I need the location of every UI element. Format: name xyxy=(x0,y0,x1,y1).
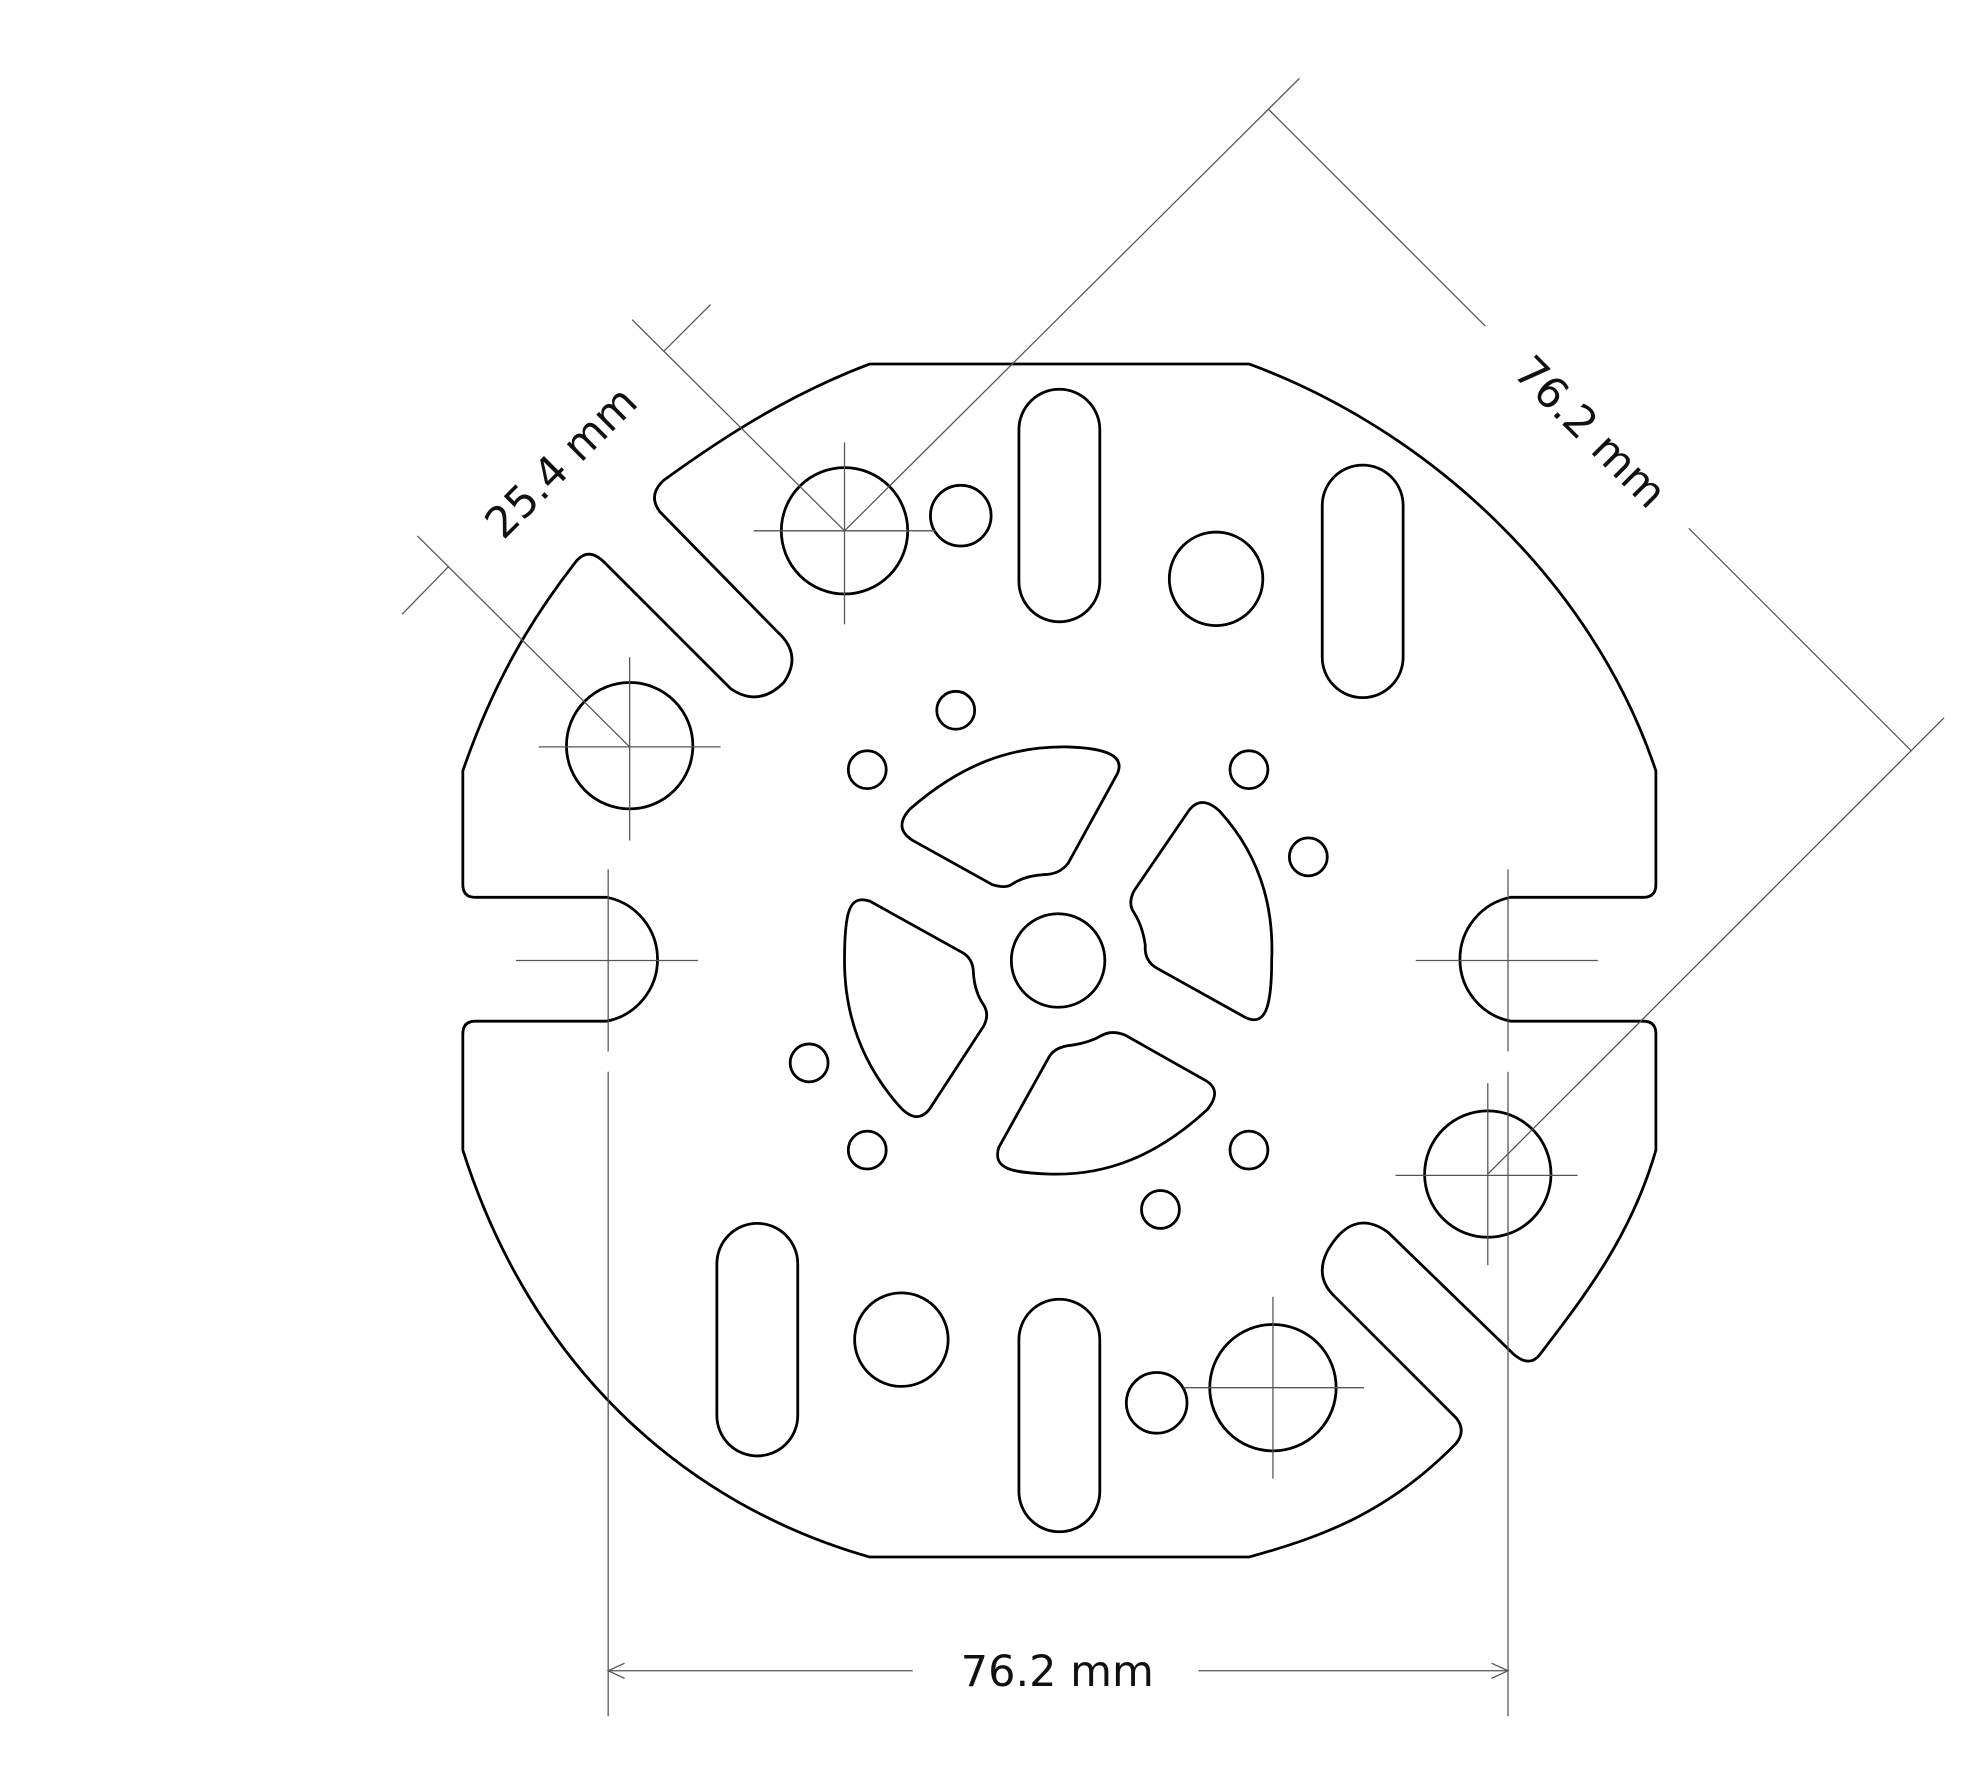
hole-small xyxy=(1124,1371,1189,1435)
centerlines xyxy=(515,442,1598,1479)
dimension-label: 25.4 mm xyxy=(476,377,648,549)
hub-cutout-top xyxy=(900,745,1121,888)
bolt-hole xyxy=(846,749,888,791)
dimension-label: 76.2 mm xyxy=(1504,347,1676,519)
plate-outline xyxy=(461,362,1658,1559)
bolt-hole xyxy=(1228,1129,1270,1171)
dimension-25-4: 25.4 mm xyxy=(401,304,845,748)
bolt-hole xyxy=(846,1129,888,1171)
hole-medium xyxy=(853,1291,950,1388)
hub-cutout-left xyxy=(843,898,989,1118)
bolt-hole xyxy=(1287,836,1329,878)
hole-medium xyxy=(1167,530,1265,627)
hub-cutout-right xyxy=(1129,801,1274,1022)
slot-top-center xyxy=(1017,387,1102,624)
bolt-hole xyxy=(788,1042,830,1084)
bolt-hole xyxy=(1140,1189,1181,1230)
center-hole xyxy=(1009,912,1107,1009)
bolt-hole xyxy=(1228,749,1270,791)
dimension-label: 76.2 mm xyxy=(961,1647,1154,1697)
slot-top-right xyxy=(1320,463,1405,700)
slot-bottom-center xyxy=(1017,1297,1102,1534)
hub-cutout-bottom xyxy=(996,1031,1216,1176)
dimension-76-2-diagonal: 76.2 mm xyxy=(844,77,1945,1175)
dimension-76-2-horizontal: 76.2 mm xyxy=(606,1071,1510,1717)
hole-small xyxy=(929,483,993,548)
bolt-hole xyxy=(935,689,977,731)
slot-bottom-left xyxy=(715,1221,800,1458)
